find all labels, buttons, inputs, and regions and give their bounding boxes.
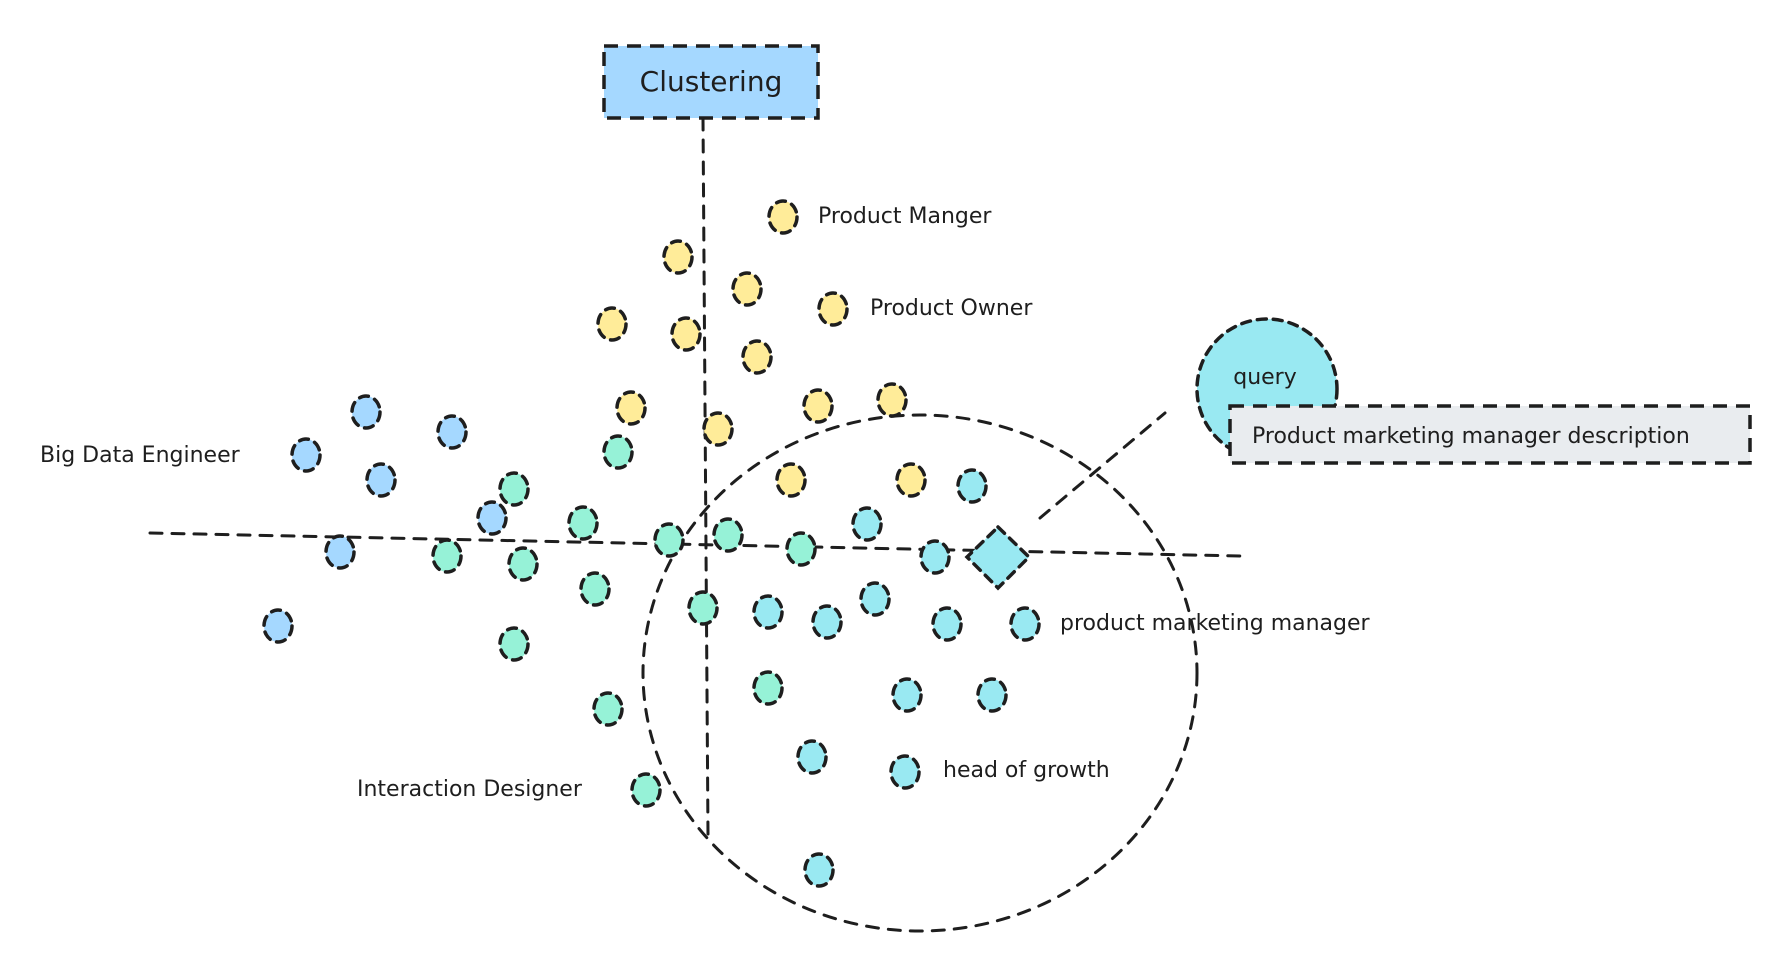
point-design[interactable] [687,590,719,626]
point-data-engineering[interactable] [324,534,356,570]
title-box[interactable]: Clustering [602,44,820,120]
point-design[interactable] [630,772,662,808]
label-big-data-engineer: Big Data Engineer [40,443,241,468]
point-design[interactable] [602,434,634,470]
label-product-marketing-manager: product marketing manager [1060,611,1371,636]
point-marketing[interactable] [956,468,988,504]
vertical-axis [701,116,710,837]
label-product-manager: Product Manger [818,204,992,229]
point-design[interactable] [498,626,530,662]
point-product[interactable] [731,271,763,307]
query-pointer-line [1038,411,1167,520]
query-description-box [1228,404,1752,465]
point-data-engineering[interactable] [436,414,468,450]
points-layer [262,199,1041,888]
point-design[interactable] [567,505,599,541]
query-embedding-diamond[interactable] [964,524,1032,591]
point-marketing[interactable] [931,606,963,642]
title-text: Clustering [640,65,783,98]
point-product[interactable] [767,199,799,235]
point-product[interactable] [802,388,834,424]
point-marketing[interactable] [976,677,1008,713]
point-design[interactable] [752,670,784,706]
point-product[interactable] [775,462,807,498]
point-marketing[interactable] [851,506,883,542]
point-data-engineering[interactable] [476,500,508,536]
point-design[interactable] [498,471,530,507]
point-marketing[interactable] [1009,606,1041,642]
title-box-rect [602,44,820,120]
query-description-text: Product marketing manager description [1252,424,1690,449]
horizontal-axis [148,531,1242,558]
point-marketing[interactable] [891,677,923,713]
point-marketing[interactable] [803,852,835,888]
point-design[interactable] [507,546,539,582]
query-description[interactable]: Product marketing manager description [1228,404,1752,465]
point-product[interactable] [817,291,849,327]
point-product[interactable] [615,390,647,426]
point-marketing[interactable] [752,594,784,630]
point-design[interactable] [785,531,817,567]
query-label: query [1233,365,1297,390]
point-product[interactable] [670,316,702,352]
point-data-engineering[interactable] [365,462,397,498]
point-design[interactable] [579,571,611,607]
point-product[interactable] [662,239,694,275]
point-data-engineering[interactable] [262,608,294,644]
point-marketing[interactable] [919,539,951,575]
point-marketing[interactable] [796,739,828,775]
point-product[interactable] [741,339,773,375]
label-interaction-designer: Interaction Designer [357,777,583,802]
point-data-engineering[interactable] [350,394,382,430]
cluster-boundary [641,413,1199,933]
point-product[interactable] [895,462,927,498]
point-marketing[interactable] [859,581,891,617]
point-marketing[interactable] [811,604,843,640]
point-data-engineering[interactable] [290,437,322,473]
point-product[interactable] [702,411,734,447]
point-design[interactable] [712,517,744,553]
point-marketing[interactable] [889,754,921,790]
point-product[interactable] [876,382,908,418]
label-product-owner: Product Owner [870,296,1033,321]
point-design[interactable] [592,691,624,727]
label-head-of-growth: head of growth [943,758,1110,783]
point-design[interactable] [653,522,685,558]
point-design[interactable] [431,538,463,574]
point-product[interactable] [596,306,628,342]
